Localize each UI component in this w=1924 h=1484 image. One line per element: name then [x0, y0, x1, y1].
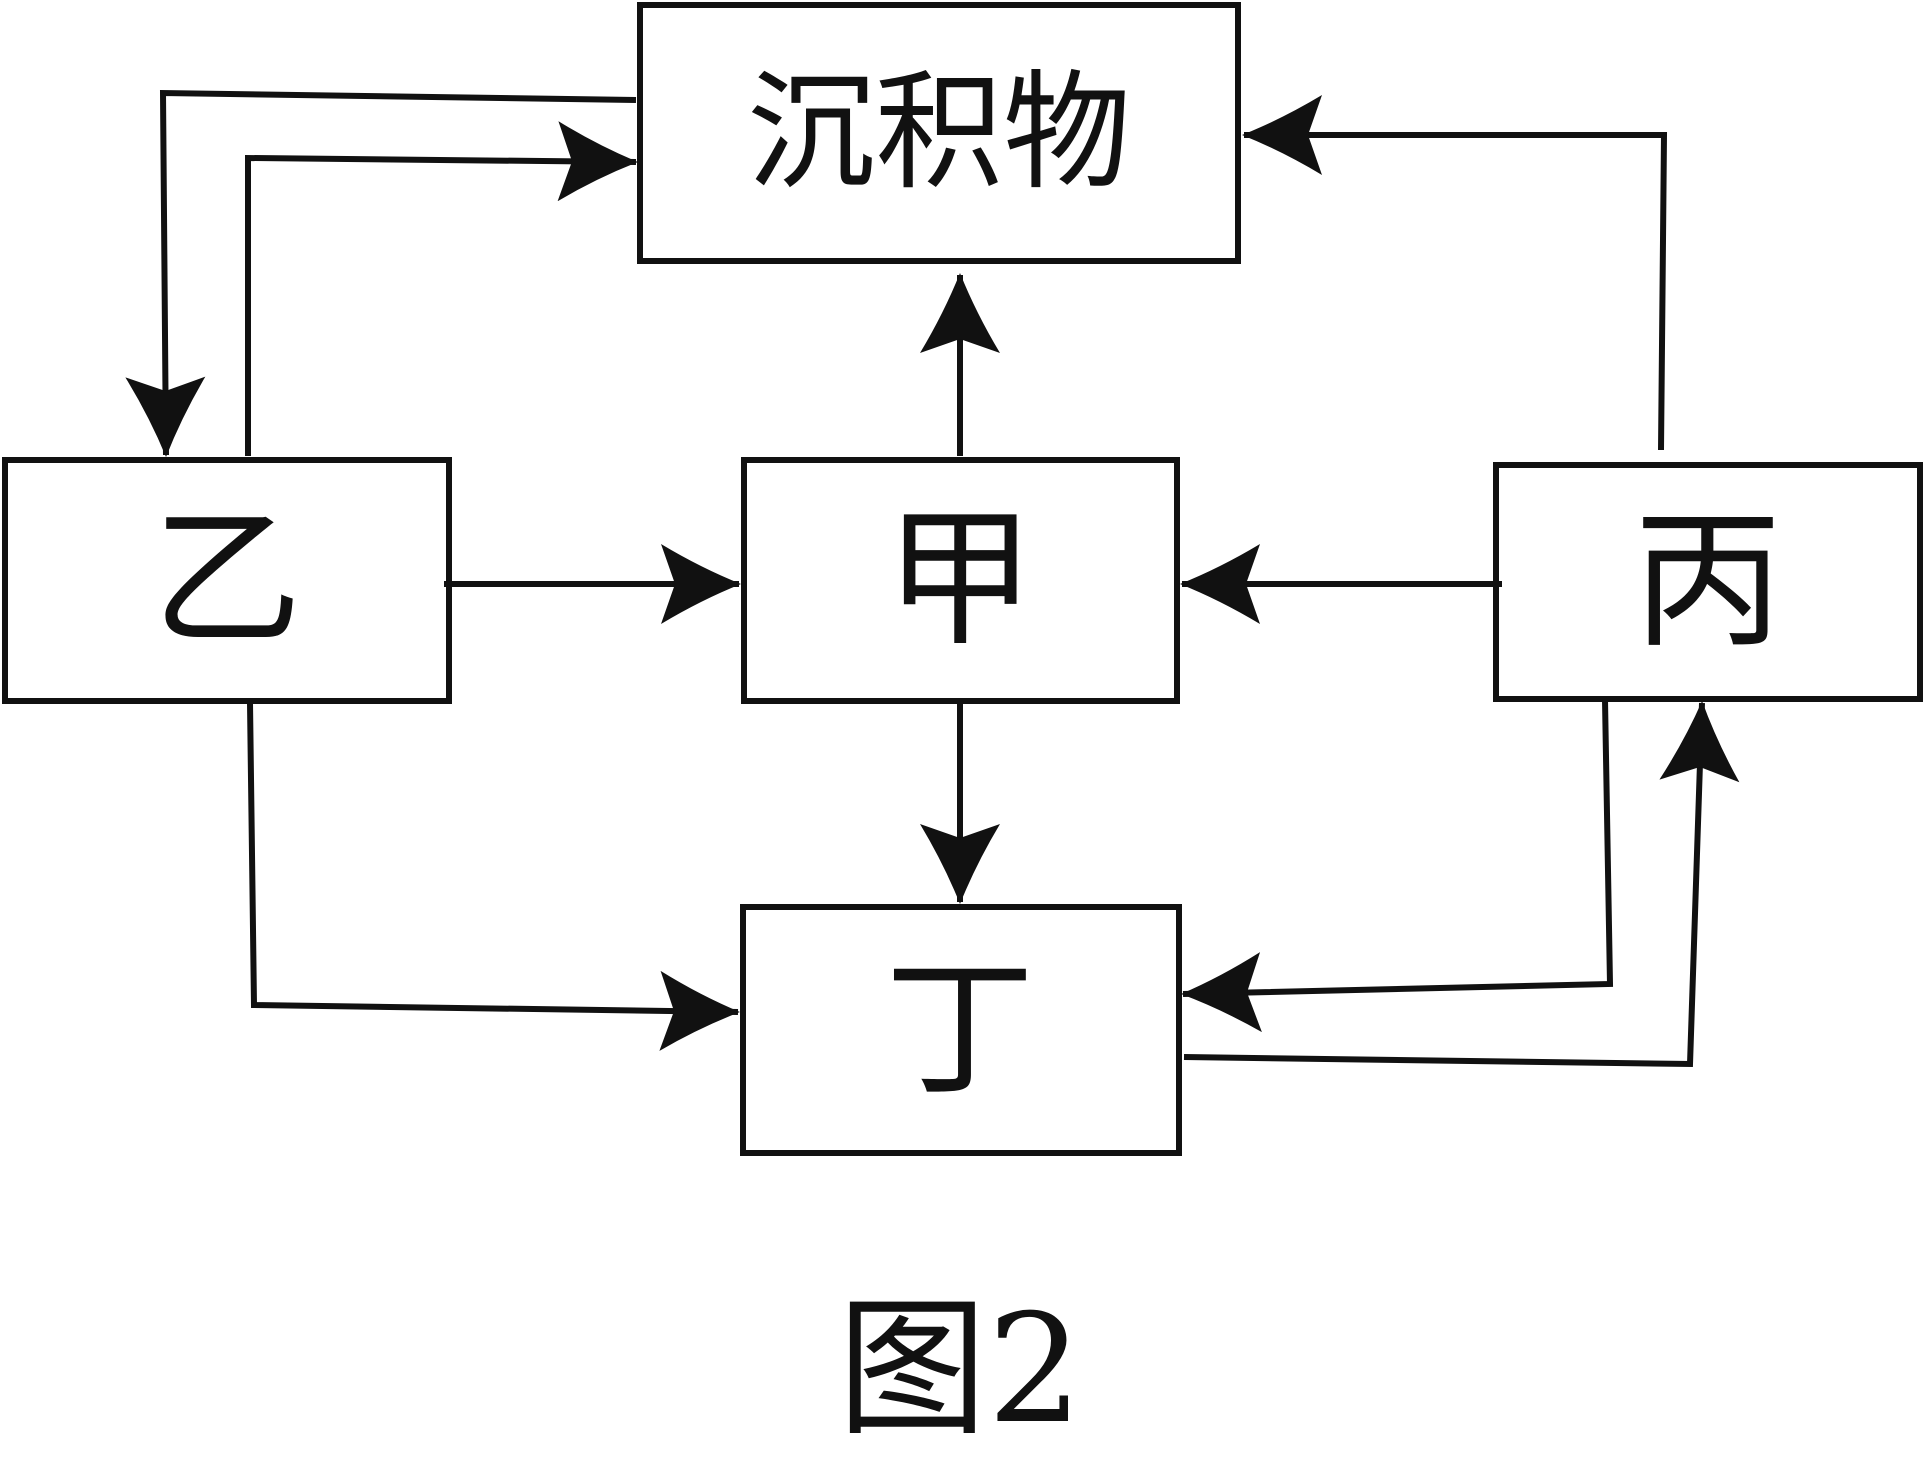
arrow-sediment-to-yi — [125, 89, 637, 457]
arrow-bing-to-sediment — [1242, 95, 1668, 451]
node-yi-label: 乙 — [152, 493, 302, 667]
arrow-yi-to-sediment — [245, 121, 638, 456]
node-bing-box — [1493, 462, 1923, 702]
node-bing-label: 丙 — [1633, 495, 1783, 669]
arrow-bing-to-ding — [1181, 699, 1614, 1033]
node-jia-box — [741, 457, 1180, 704]
node-sediment-box — [637, 2, 1241, 264]
node-ding-label: 丁 — [885, 943, 1035, 1117]
figure-caption: 图2 — [837, 1283, 1082, 1457]
arrow-ding-to-bing — [1183, 701, 1740, 1068]
arrow-yi-to-ding — [247, 702, 740, 1051]
node-jia-label: 甲 — [885, 493, 1035, 667]
node-sediment-label: 沉积物 — [747, 59, 1131, 208]
node-yi-box — [2, 457, 452, 704]
node-ding-box — [740, 904, 1182, 1156]
